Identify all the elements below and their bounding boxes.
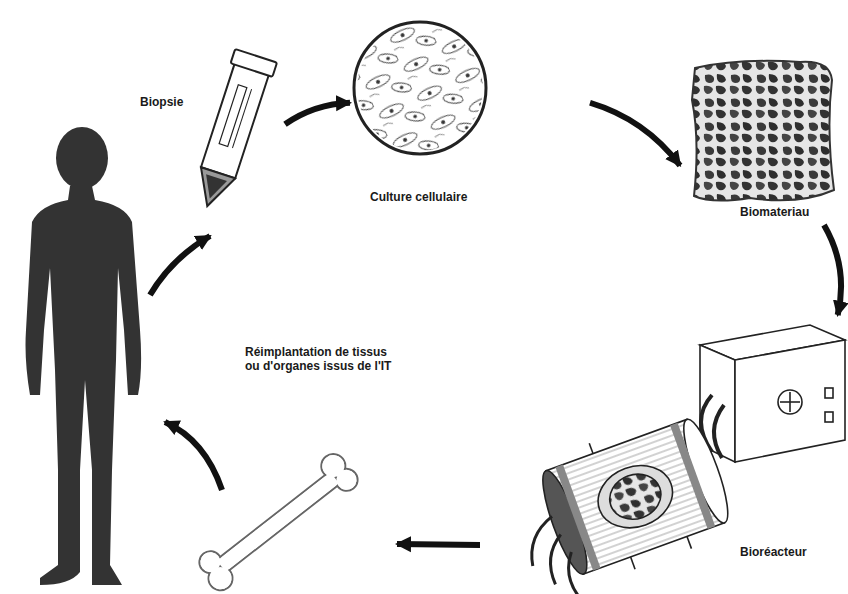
cycle-arrow <box>397 541 480 548</box>
cycle-arrow <box>165 422 222 490</box>
step-label: Biopsie <box>140 95 183 109</box>
cycle-arrow <box>590 103 680 166</box>
step-label: Biomateriau <box>740 205 809 219</box>
cycle-arrow <box>285 103 350 125</box>
stage-node: Biopsie <box>135 50 285 215</box>
biomaterial-scaffold <box>692 61 834 201</box>
stage-node: Culture cellulaire <box>350 15 590 210</box>
bone <box>192 449 363 594</box>
step-label: Culture cellulaire <box>370 190 467 204</box>
bioreactor-box <box>700 325 845 462</box>
cell-culture-dish <box>354 22 486 154</box>
cycle-arrow <box>150 236 210 295</box>
human-silhouette <box>26 127 142 585</box>
stage-node: Biomateriau <box>680 55 840 225</box>
stage-node: Réimplantation de tissus ou d'organes is… <box>195 340 397 592</box>
biopsy-tube <box>186 49 277 213</box>
step-label: Bioréacteur <box>740 545 807 559</box>
cycle-arrow <box>824 225 841 315</box>
step-label: Réimplantation de tissus ou d'organes is… <box>245 345 395 373</box>
stage-node: Bioréacteur <box>480 315 845 592</box>
bioreactor-chamber <box>500 405 743 594</box>
